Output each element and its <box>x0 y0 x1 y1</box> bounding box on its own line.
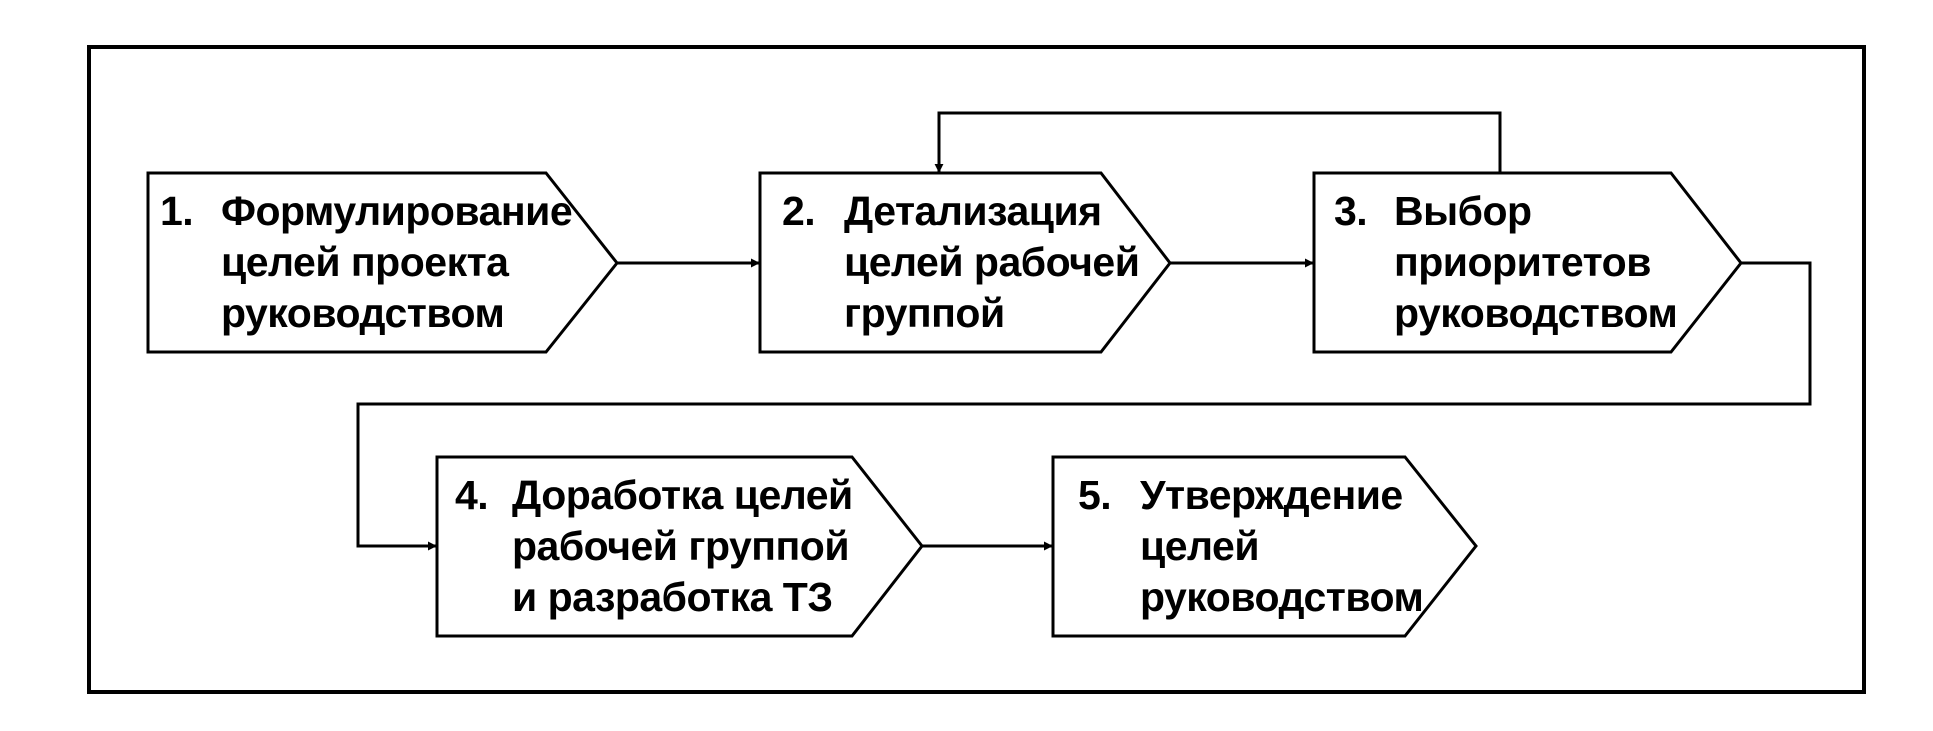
step-1-shape <box>146 171 619 354</box>
step-5-line-1: Утверждение <box>1140 472 1403 518</box>
step-2-shape <box>758 171 1172 354</box>
step-2-line-3: группой <box>844 290 1005 336</box>
step-5-shape <box>1051 455 1478 638</box>
step-2-line-2: целей рабочей <box>844 239 1140 285</box>
step-4-line-3: и разработка ТЗ <box>512 574 833 620</box>
step-2-number: 2. <box>782 188 816 234</box>
step-1-line-2: целей проекта <box>221 239 509 285</box>
step-3-shape <box>1312 171 1743 354</box>
diagram-frame <box>87 45 1866 694</box>
step-5-line-3: руководством <box>1140 574 1424 620</box>
step-4-line-1: Доработка целей <box>512 472 853 518</box>
step-3-line-1: Выбор <box>1394 188 1532 234</box>
step-4-number: 4. <box>455 472 489 518</box>
step-2-line-1: Детализация <box>844 188 1102 234</box>
step-4-shape <box>435 455 924 638</box>
step-1-line-1: Формулирование <box>221 188 573 234</box>
connector-3-to-2-feedback <box>934 111 1502 173</box>
step-3-line-3: руководством <box>1394 290 1678 336</box>
step-3-line-2: приоритетов <box>1394 239 1651 285</box>
step-5-line-2: целей <box>1140 523 1260 569</box>
step-1-number: 1. <box>160 188 194 234</box>
step-3-number: 3. <box>1334 188 1368 234</box>
step-4-line-2: рабочей группой <box>512 523 850 569</box>
connector-3-to-4 <box>356 261 1812 551</box>
step-5-number: 5. <box>1078 472 1112 518</box>
step-1-line-3: руководством <box>221 290 505 336</box>
